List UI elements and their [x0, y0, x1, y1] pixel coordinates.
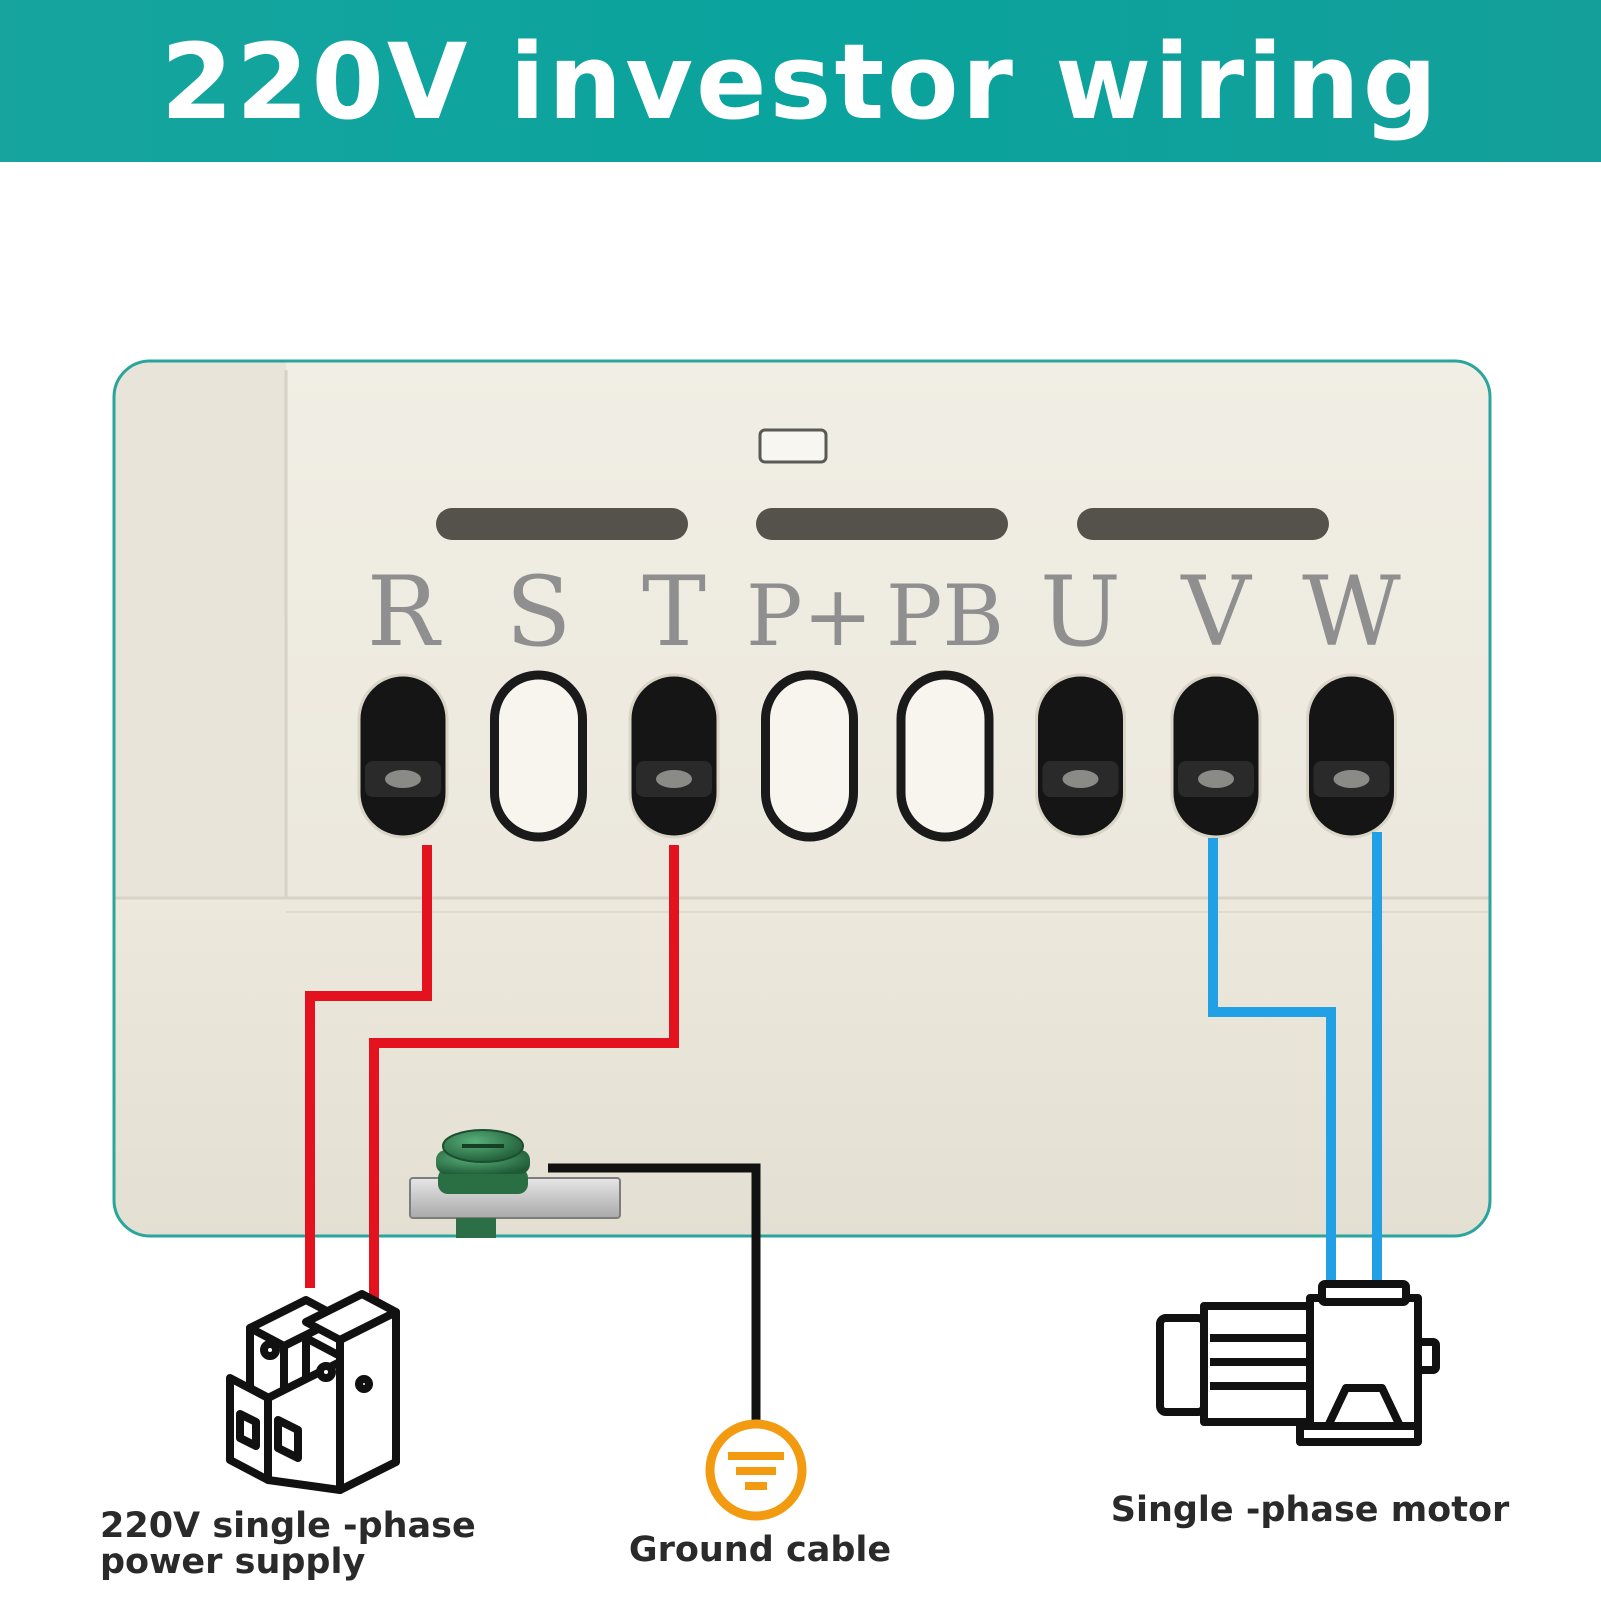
terminal-hole: [357, 673, 449, 839]
terminal-label: U: [1040, 556, 1121, 668]
supply-wires: [305, 845, 679, 1325]
terminal-screw: [385, 770, 421, 788]
terminal-r: R: [357, 556, 449, 839]
ground-wire: [548, 1163, 761, 1420]
terminal-v: V: [1170, 556, 1262, 839]
terminal-hole: [1035, 673, 1126, 839]
motor-caption: Single -phase motor: [1110, 1490, 1510, 1530]
motor-wires: [1208, 832, 1382, 1284]
terminal-label: P+: [746, 567, 873, 665]
terminal-hole: [1170, 673, 1262, 839]
power-supply-caption-line1: 220V single -phase: [100, 1506, 476, 1546]
terminal-w: W: [1302, 556, 1401, 839]
terminal-u: U: [1035, 556, 1126, 839]
circuit-breaker-icon: [226, 1290, 400, 1494]
terminal-hole: [628, 673, 720, 839]
terminal-screw: [1333, 770, 1370, 788]
terminal-label: R: [367, 556, 442, 668]
terminal-pb: PB: [886, 567, 1004, 842]
terminal-label: W: [1302, 556, 1401, 668]
terminal-p-plus: P+: [746, 567, 873, 842]
terminal-s: S: [490, 556, 587, 842]
terminal-label: S: [506, 556, 572, 668]
terminal-hole: [490, 670, 587, 842]
ground-caption: Ground cable: [628, 1530, 892, 1570]
ground-screw: [409, 1129, 621, 1238]
header-banner: 220V investor wiring: [0, 0, 1601, 162]
terminal-screw: [656, 770, 692, 788]
ground-symbol-icon: [705, 1419, 807, 1521]
terminal-label: PB: [886, 567, 1004, 665]
terminal-t: T: [628, 556, 720, 839]
power-supply-caption-line2: power supply: [100, 1542, 366, 1582]
power-supply-caption: 220V single -phase power supply: [100, 1508, 476, 1580]
electric-motor-icon: [1156, 1280, 1440, 1446]
terminal-hole: [1306, 673, 1397, 839]
page-title: 220V investor wiring: [160, 21, 1441, 143]
terminal-screw: [1198, 770, 1234, 788]
terminal-label: T: [642, 556, 706, 668]
terminal-label: V: [1180, 556, 1252, 668]
terminal-hole: [896, 670, 994, 842]
terminal-screw: [1062, 770, 1099, 788]
terminal-hole: [761, 670, 858, 842]
